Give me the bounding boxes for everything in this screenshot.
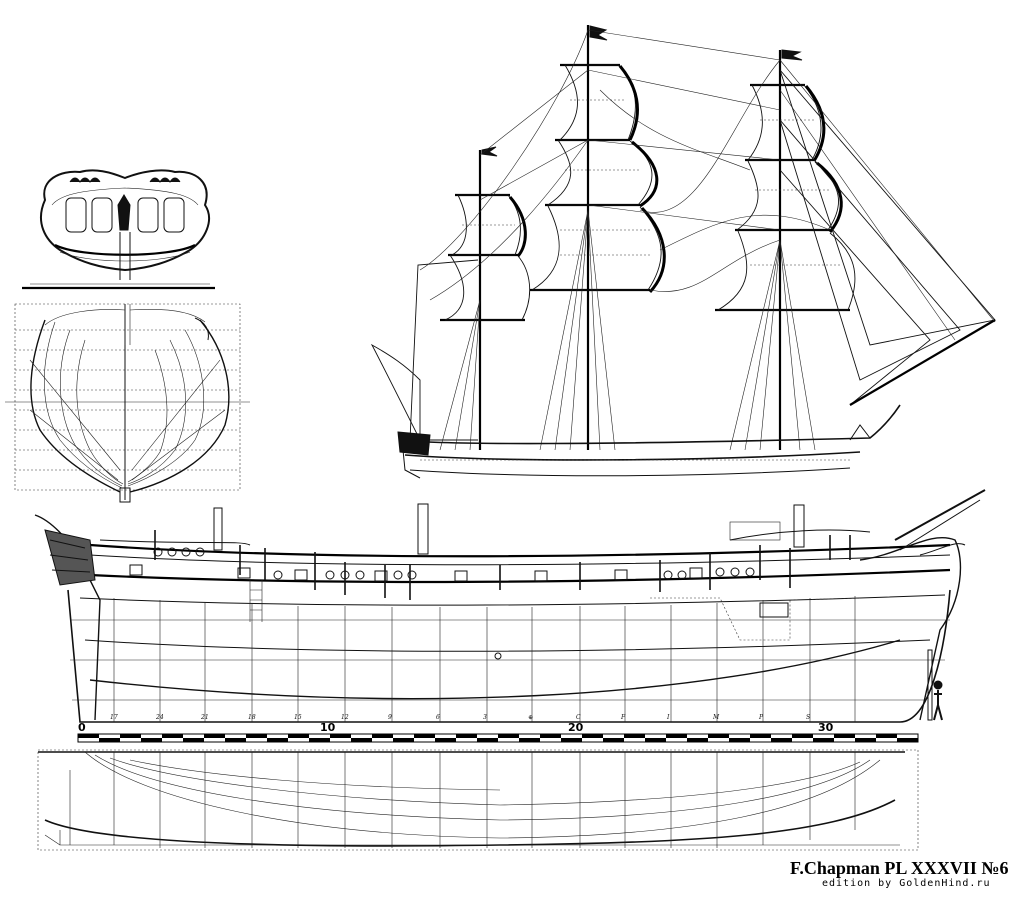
scale-bar-segment — [855, 738, 876, 742]
scale-labels: 0 10 20 30 — [78, 721, 834, 734]
scale-bar-segment — [246, 734, 267, 738]
scale-bar-segment — [183, 738, 204, 742]
scale-bar-segment — [540, 734, 561, 738]
scale-bar-segment — [330, 734, 351, 738]
human-figure — [927, 649, 943, 721]
scale-bar-segment — [792, 734, 813, 738]
scale-bar-segment — [225, 738, 246, 742]
scale-bar-segment — [582, 734, 603, 738]
sail-plan — [370, 25, 996, 479]
edition-credit: edition by GoldenHind.ru — [822, 878, 991, 889]
scale-bar-segment — [372, 734, 393, 738]
scale-bar-segment — [729, 738, 750, 742]
profile-plan: 17 24 21 18 15 12 9 6 3 ⊕ C F I M P S — [34, 489, 986, 723]
scale-bar-segment — [876, 734, 897, 738]
scale-bar-segment — [99, 738, 120, 742]
scale-bar-segment — [666, 734, 687, 738]
scale-bar-segment — [477, 738, 498, 742]
station-label: 17 — [110, 714, 118, 721]
scale-bar-segment — [603, 738, 624, 742]
scale-label: 30 — [818, 721, 834, 734]
scale-bar-segment — [120, 734, 141, 738]
scale-bar-segment — [414, 734, 435, 738]
scale-bar-segment — [78, 734, 99, 738]
scale-bar-segment — [393, 738, 414, 742]
scale-bar-segment — [561, 738, 582, 742]
station-label: 12 — [341, 714, 349, 721]
station-label: 24 — [155, 714, 164, 721]
scale-bar-segment — [288, 734, 309, 738]
scale-bar-segment — [309, 738, 330, 742]
station-label: 18 — [248, 714, 256, 721]
station-label: 15 — [294, 714, 302, 721]
deck-guns — [153, 530, 851, 600]
station-label: I — [666, 714, 670, 721]
body-plan — [5, 303, 250, 503]
scale-bar-segment — [204, 734, 225, 738]
station-label: 3 — [483, 714, 487, 721]
scale-bar-segment — [624, 734, 645, 738]
station-label: S — [806, 714, 810, 721]
station-label: ⊕ — [528, 714, 533, 721]
scale-bar-segment — [771, 738, 792, 742]
scale-bar-segment — [519, 738, 540, 742]
scale-bar-segment — [162, 734, 183, 738]
scale-bar-segment — [351, 738, 372, 742]
station-label: P — [758, 714, 764, 721]
stern-view — [22, 169, 215, 290]
scale-bar-segment — [498, 734, 519, 738]
station-label: M — [712, 714, 720, 721]
scale-bar-segments — [77, 733, 919, 743]
scale-bar-segment — [456, 734, 477, 738]
scale-bar-segment — [141, 738, 162, 742]
station-label: F — [620, 714, 626, 721]
gunports — [129, 564, 703, 582]
scale-bar-segment — [834, 734, 855, 738]
scale-bar-segment — [897, 738, 918, 742]
scale-bar: 0 10 20 30 — [77, 721, 919, 743]
station-label: 9 — [388, 714, 392, 721]
scale-bar-segment — [687, 738, 708, 742]
station-label: 21 — [200, 714, 209, 721]
scale-bar-segment — [708, 734, 729, 738]
scale-bar-segment — [645, 738, 666, 742]
station-label: C — [576, 714, 581, 721]
station-labels: 17 24 21 18 15 12 9 6 3 ⊕ C F I M P S — [110, 714, 810, 721]
scale-bar-segment — [750, 734, 771, 738]
scale-bar-segment — [435, 738, 456, 742]
half-breadth-plan — [37, 749, 919, 851]
station-label: 6 — [436, 714, 440, 721]
scale-label: 0 — [78, 721, 86, 734]
scale-bar-segment — [813, 738, 834, 742]
scale-bar-segment — [267, 738, 288, 742]
scale-label: 10 — [320, 721, 336, 734]
plate-title: F.Chapman PL XXXVII №6 — [790, 858, 1009, 878]
scale-label: 20 — [568, 721, 584, 734]
